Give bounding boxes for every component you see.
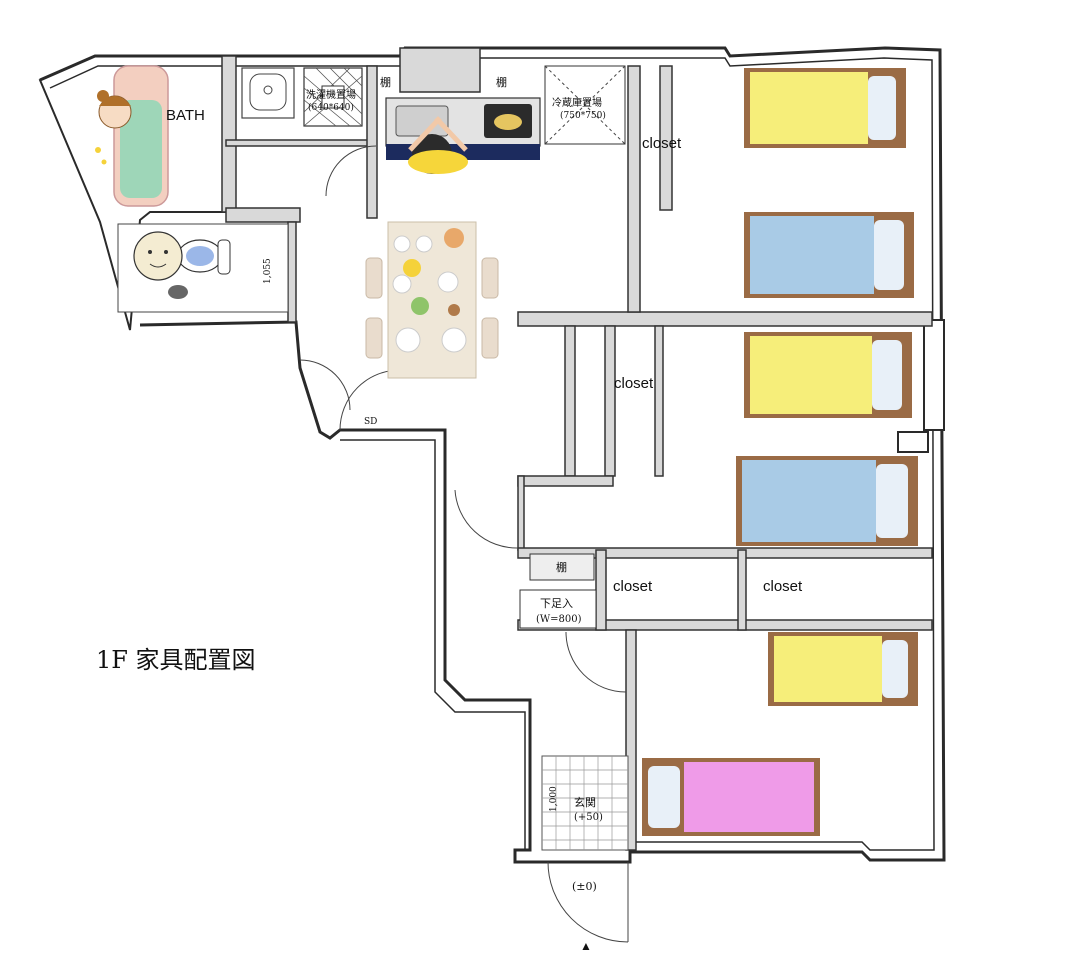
dining-table — [365, 221, 499, 379]
entrance-floor — [541, 755, 629, 851]
closet-label-1: closet — [642, 135, 682, 152]
bed-3-pillow — [872, 340, 902, 410]
shoe-box-label: 下足入 — [540, 597, 573, 610]
washer-spot — [303, 67, 363, 127]
shoe-box — [519, 589, 597, 629]
bed-4 — [736, 456, 918, 546]
entrance-level: (+50) — [574, 812, 603, 823]
entry-marker: ▲ — [580, 939, 592, 953]
bed-3 — [744, 332, 912, 418]
closet-label-3: closet — [613, 578, 653, 595]
kitchen-counter — [385, 97, 541, 174]
bed-6 — [642, 758, 820, 836]
washer-size: (640*640) — [308, 102, 354, 113]
bed-6-pillow — [648, 766, 680, 828]
entrance-dimension: 1,000 — [549, 786, 559, 812]
wash-basin — [241, 67, 295, 119]
entrance-label: 玄関 — [574, 795, 596, 809]
outside-level: (±0) — [572, 880, 597, 893]
bed-5 — [768, 632, 918, 706]
beds — [642, 68, 918, 836]
bathtub — [95, 65, 169, 207]
door-swings — [299, 145, 629, 943]
washer-label: 洗濯機置場 — [306, 88, 356, 101]
shelf-label-1: 棚 — [380, 75, 391, 89]
shelf-label-2: 棚 — [496, 75, 507, 89]
toilet-dimension: 1,055 — [263, 258, 273, 284]
bed-1-pillow — [868, 76, 896, 140]
shelf-label-3: 棚 — [556, 560, 567, 574]
plan-title: 1F 家具配置図 — [96, 646, 256, 674]
fridge-label: 冷蔵庫置場 — [552, 96, 602, 109]
shelf-box — [529, 553, 595, 581]
fridge-size: (750*750) — [560, 110, 606, 121]
exterior-walls — [38, 46, 946, 864]
door-sd-label: SD — [364, 417, 377, 427]
bed-2 — [744, 212, 914, 298]
bed-1 — [744, 68, 906, 148]
toilet — [117, 223, 289, 313]
shoe-box-size: (W=800) — [536, 614, 582, 625]
bath-label: BATH — [166, 107, 205, 124]
bed-2-pillow — [874, 220, 904, 290]
toilet-mascot-face — [133, 231, 183, 281]
bed-4-pillow — [876, 464, 908, 538]
closet-label-4: closet — [763, 578, 803, 595]
bed-5-pillow — [882, 640, 908, 698]
closet-label-2: closet — [614, 375, 654, 392]
interior-walls — [221, 47, 933, 851]
labels: BATH closet closet closet closet 棚 棚 棚 洗… — [96, 75, 803, 953]
